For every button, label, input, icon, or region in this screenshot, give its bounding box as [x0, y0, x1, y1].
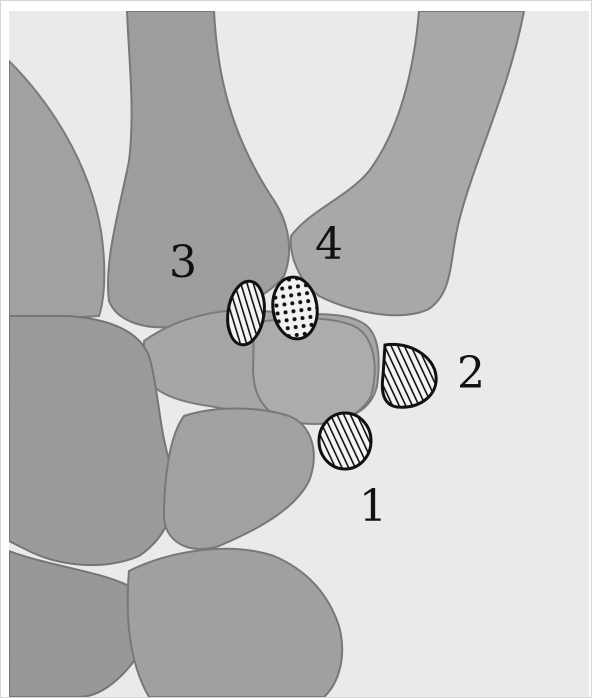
label-3: 3 — [169, 237, 197, 288]
label-2: 2 — [457, 348, 485, 399]
paper-texture — [9, 11, 589, 697]
wrist-bone-illustration: 3 4 2 1 — [9, 11, 589, 697]
marker-1-hatched — [319, 413, 371, 469]
label-4: 4 — [315, 219, 343, 270]
label-1: 1 — [359, 481, 387, 532]
